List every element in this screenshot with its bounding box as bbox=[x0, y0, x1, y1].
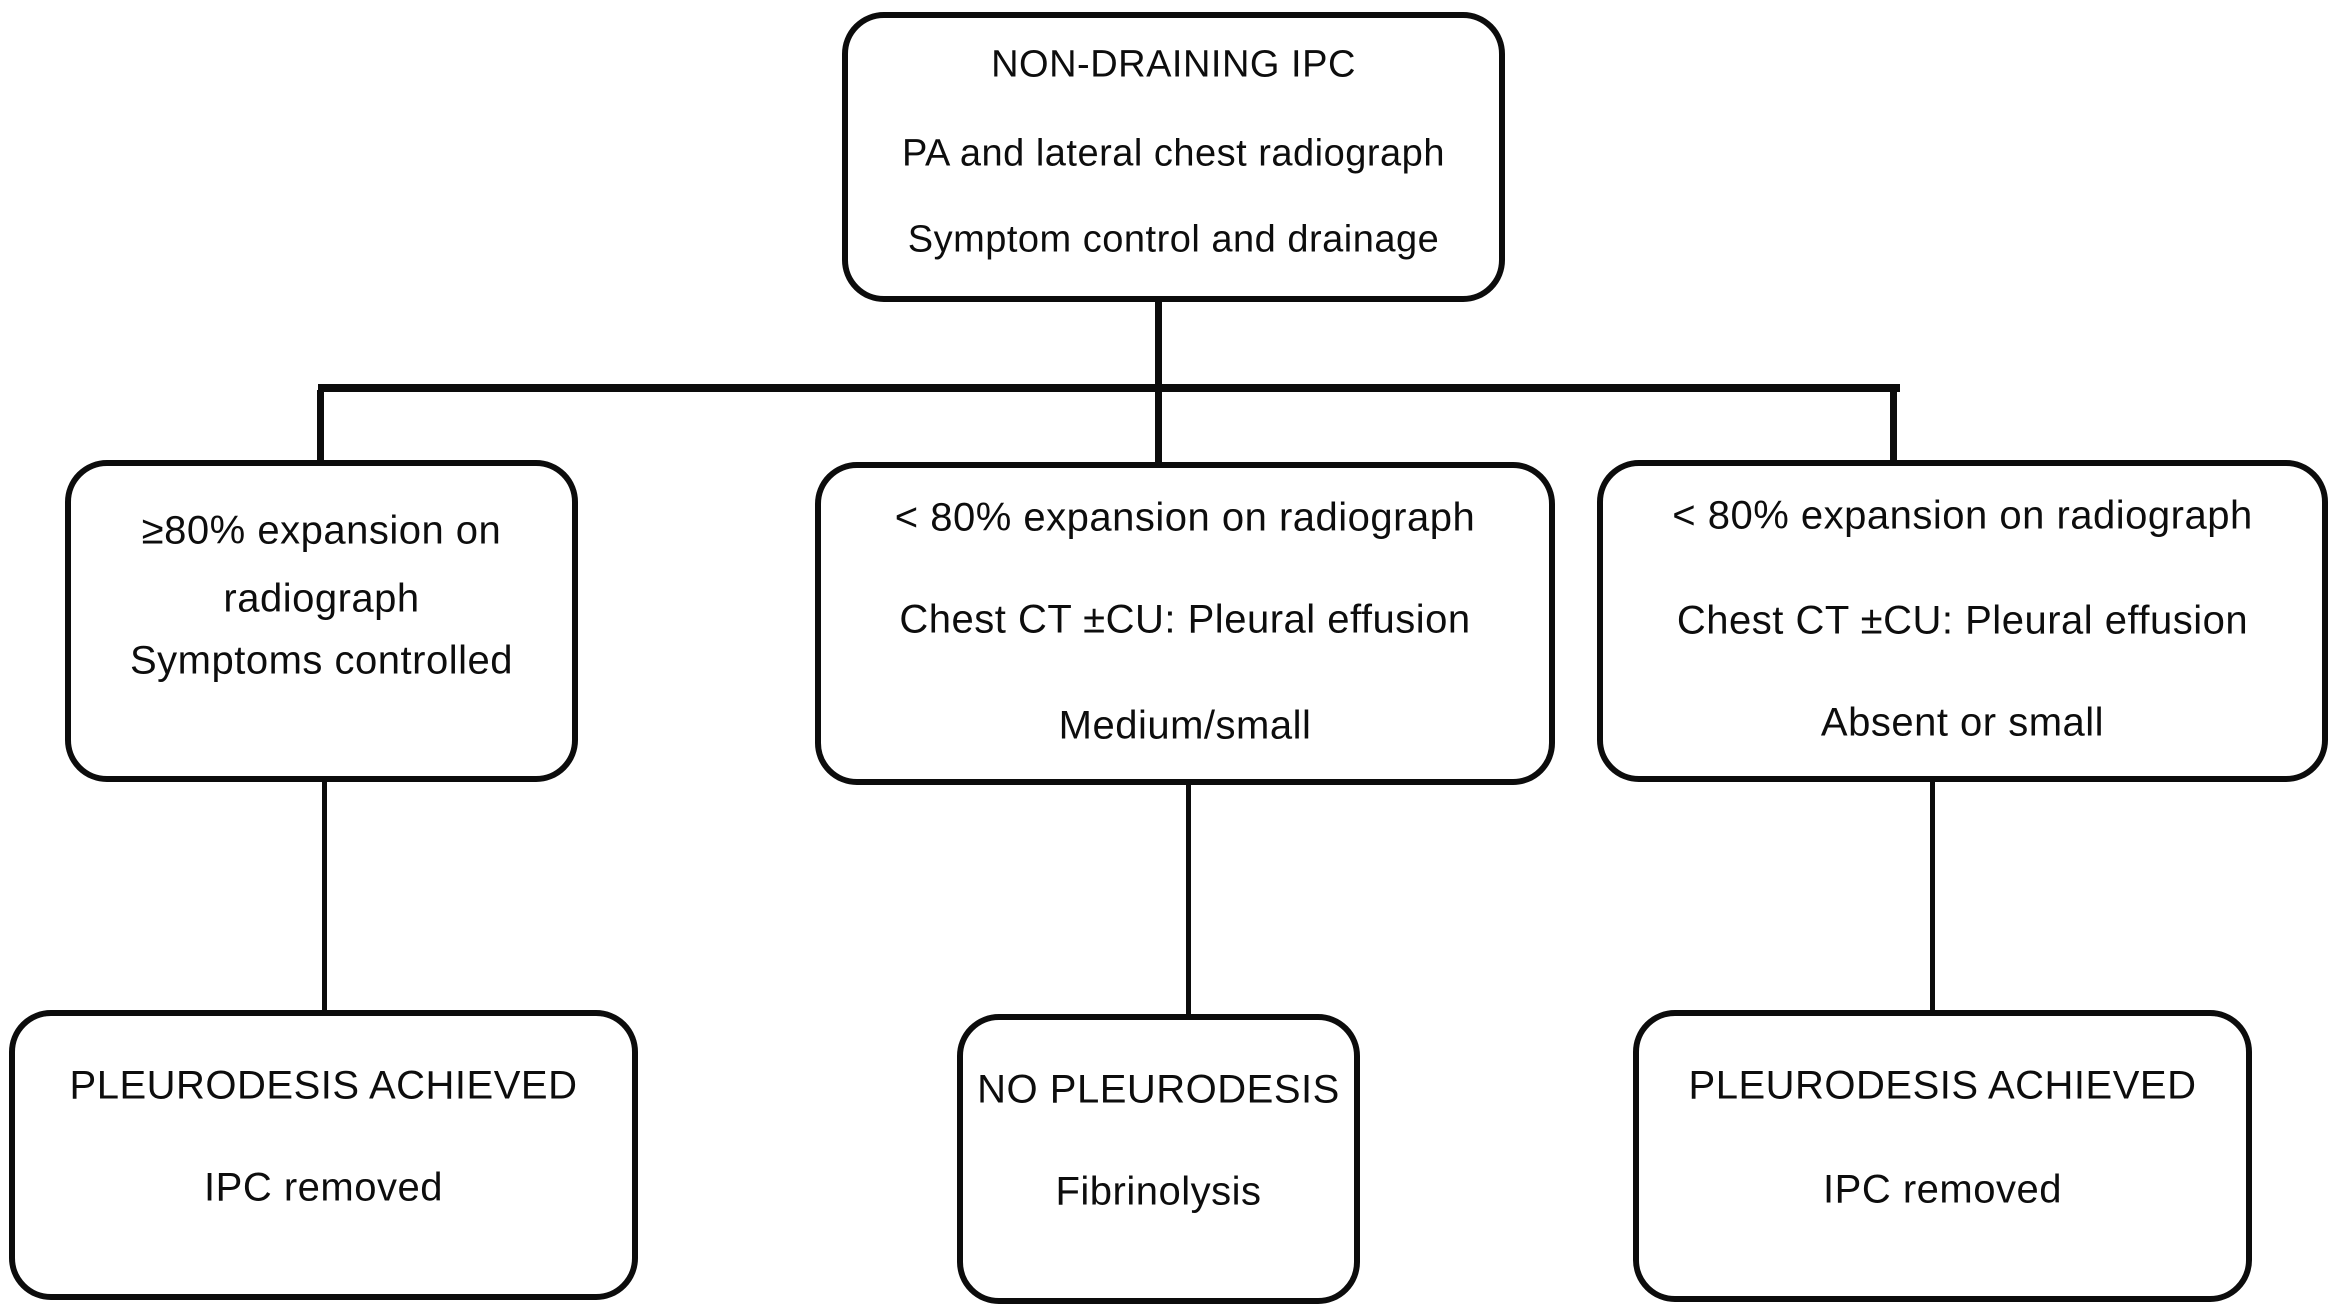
node-title: PLEURODESIS ACHIEVED bbox=[69, 1063, 578, 1107]
node-line: PA and lateral chest radiograph bbox=[902, 132, 1445, 175]
connector-right-to-outcome bbox=[1930, 779, 1935, 1014]
node-title: NON-DRAINING IPC bbox=[991, 43, 1356, 86]
node-line: IPC removed bbox=[204, 1165, 443, 1210]
node-pleurodesis-achieved-left: PLEURODESIS ACHIEVED IPC removed bbox=[9, 1010, 638, 1300]
node-line: IPC removed bbox=[1823, 1167, 2062, 1212]
node-line: Medium/small bbox=[1058, 703, 1312, 748]
node-line: Symptom control and drainage bbox=[907, 218, 1440, 261]
node-line: < 80% expansion on radiograph bbox=[894, 495, 1476, 540]
connector-branch-horizontal bbox=[318, 384, 1900, 392]
node-title: PLEURODESIS ACHIEVED bbox=[1688, 1063, 2197, 1108]
node-line: ≥80% expansion on bbox=[141, 508, 502, 553]
node-expansion-ge80: ≥80% expansion on radiograph Symptoms co… bbox=[65, 460, 578, 782]
node-no-pleurodesis: NO PLEURODESIS Fibrinolysis bbox=[957, 1014, 1360, 1304]
node-expansion-lt80-medium-small: < 80% expansion on radiograph Chest CT ±… bbox=[815, 462, 1555, 785]
connector-left-to-outcome bbox=[322, 779, 327, 1014]
connector-drop-middle bbox=[1155, 390, 1162, 466]
node-line: radiograph bbox=[223, 576, 420, 621]
connector-drop-left bbox=[317, 390, 324, 464]
connector-middle-to-outcome bbox=[1186, 782, 1191, 1018]
node-line: Chest CT ±CU: Pleural effusion bbox=[1676, 598, 2249, 643]
node-expansion-lt80-absent-small: < 80% expansion on radiograph Chest CT ±… bbox=[1597, 460, 2328, 782]
node-line: Chest CT ±CU: Pleural effusion bbox=[899, 597, 1471, 642]
node-line: Absent or small bbox=[1820, 700, 2105, 745]
node-non-draining-ipc: NON-DRAINING IPC PA and lateral chest ra… bbox=[842, 12, 1505, 302]
node-pleurodesis-achieved-right: PLEURODESIS ACHIEVED IPC removed bbox=[1633, 1010, 2252, 1302]
connector-drop-right bbox=[1890, 390, 1897, 464]
node-line: Fibrinolysis bbox=[1055, 1169, 1262, 1214]
node-line: < 80% expansion on radiograph bbox=[1672, 493, 2253, 538]
node-line: Symptoms controlled bbox=[130, 638, 513, 683]
connector-root-stem bbox=[1155, 300, 1162, 390]
node-title: NO PLEURODESIS bbox=[977, 1067, 1340, 1111]
